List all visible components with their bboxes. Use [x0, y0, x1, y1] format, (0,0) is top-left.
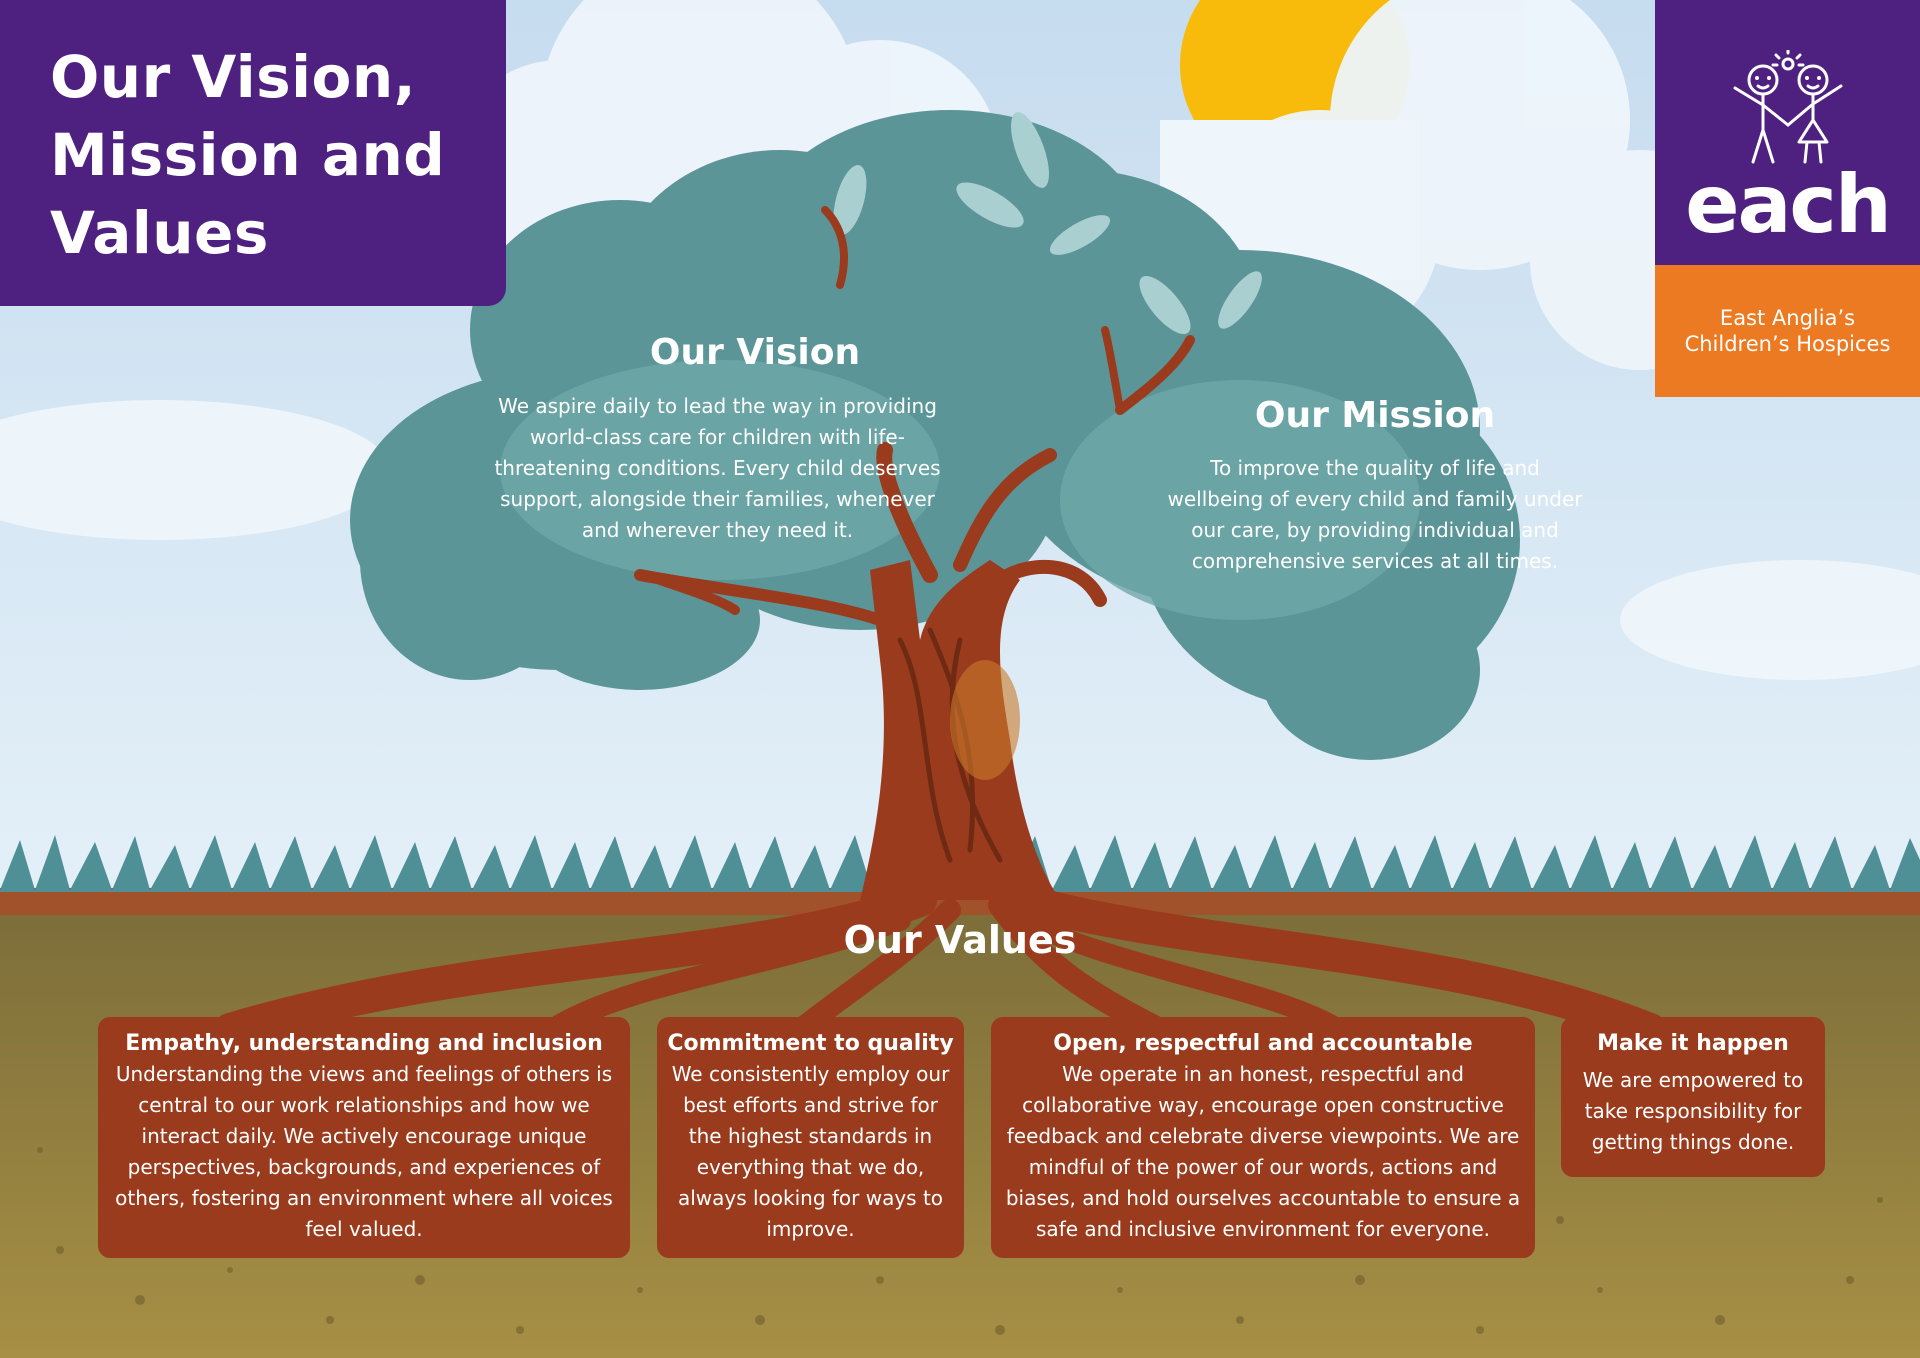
page-title-line-2: Mission and: [50, 121, 446, 189]
page-title-line-3: Values: [50, 199, 269, 267]
branches: [634, 206, 1195, 626]
page-title: Our Vision, Mission and Values: [50, 38, 506, 272]
logo-wordmark: each: [1685, 158, 1892, 251]
two-children-holding-hands-icon: [1733, 50, 1843, 164]
value-title: Commitment to quality: [667, 1031, 954, 1056]
vision-heading: Our Vision: [649, 332, 861, 373]
value-card-quality: Commitment to quality We consistently em…: [657, 1017, 964, 1258]
value-card-accountable: Open, respectful and accountable We oper…: [991, 1017, 1535, 1258]
logo-subtitle-panel: East Anglia’s Children’s Hospices: [1655, 265, 1920, 397]
foliage-highlights: [500, 360, 1420, 620]
value-text: We consistently employ our best efforts …: [671, 1062, 950, 1241]
soil-dots: [37, 1147, 1883, 1335]
page-title-line-1: Our Vision,: [50, 43, 417, 111]
leaves: [833, 112, 1262, 335]
value-title: Open, respectful and accountable: [1053, 1031, 1473, 1056]
mission-text: To improve the quality of life and wellb…: [1167, 456, 1583, 573]
mission-heading: Our Mission: [1254, 395, 1496, 436]
title-panel: Our Vision, Mission and Values: [0, 0, 506, 306]
trunk-knot: [950, 660, 1020, 780]
value-title: Make it happen: [1597, 1031, 1789, 1056]
value-card-empathy: Empathy, understanding and inclusion Und…: [98, 1017, 630, 1258]
value-card-make-it-happen: Make it happen We are empowered to take …: [1561, 1017, 1825, 1177]
roots: [213, 883, 1667, 1047]
vision-text: We aspire daily to lead the way in provi…: [494, 394, 941, 542]
logo-subtitle-line-1: East Anglia’s: [1719, 306, 1856, 330]
each-logo: each: [1655, 0, 1920, 265]
grass: [0, 835, 1920, 892]
values-heading: Our Values: [843, 918, 1077, 962]
value-text: We are empowered to take responsibility …: [1582, 1068, 1804, 1154]
value-text: We operate in an honest, respectful and …: [1005, 1062, 1521, 1241]
value-title: Empathy, understanding and inclusion: [125, 1031, 603, 1056]
value-text: Understanding the views and feelings of …: [115, 1062, 613, 1241]
logo-subtitle-line-2: Children’s Hospices: [1684, 332, 1891, 356]
